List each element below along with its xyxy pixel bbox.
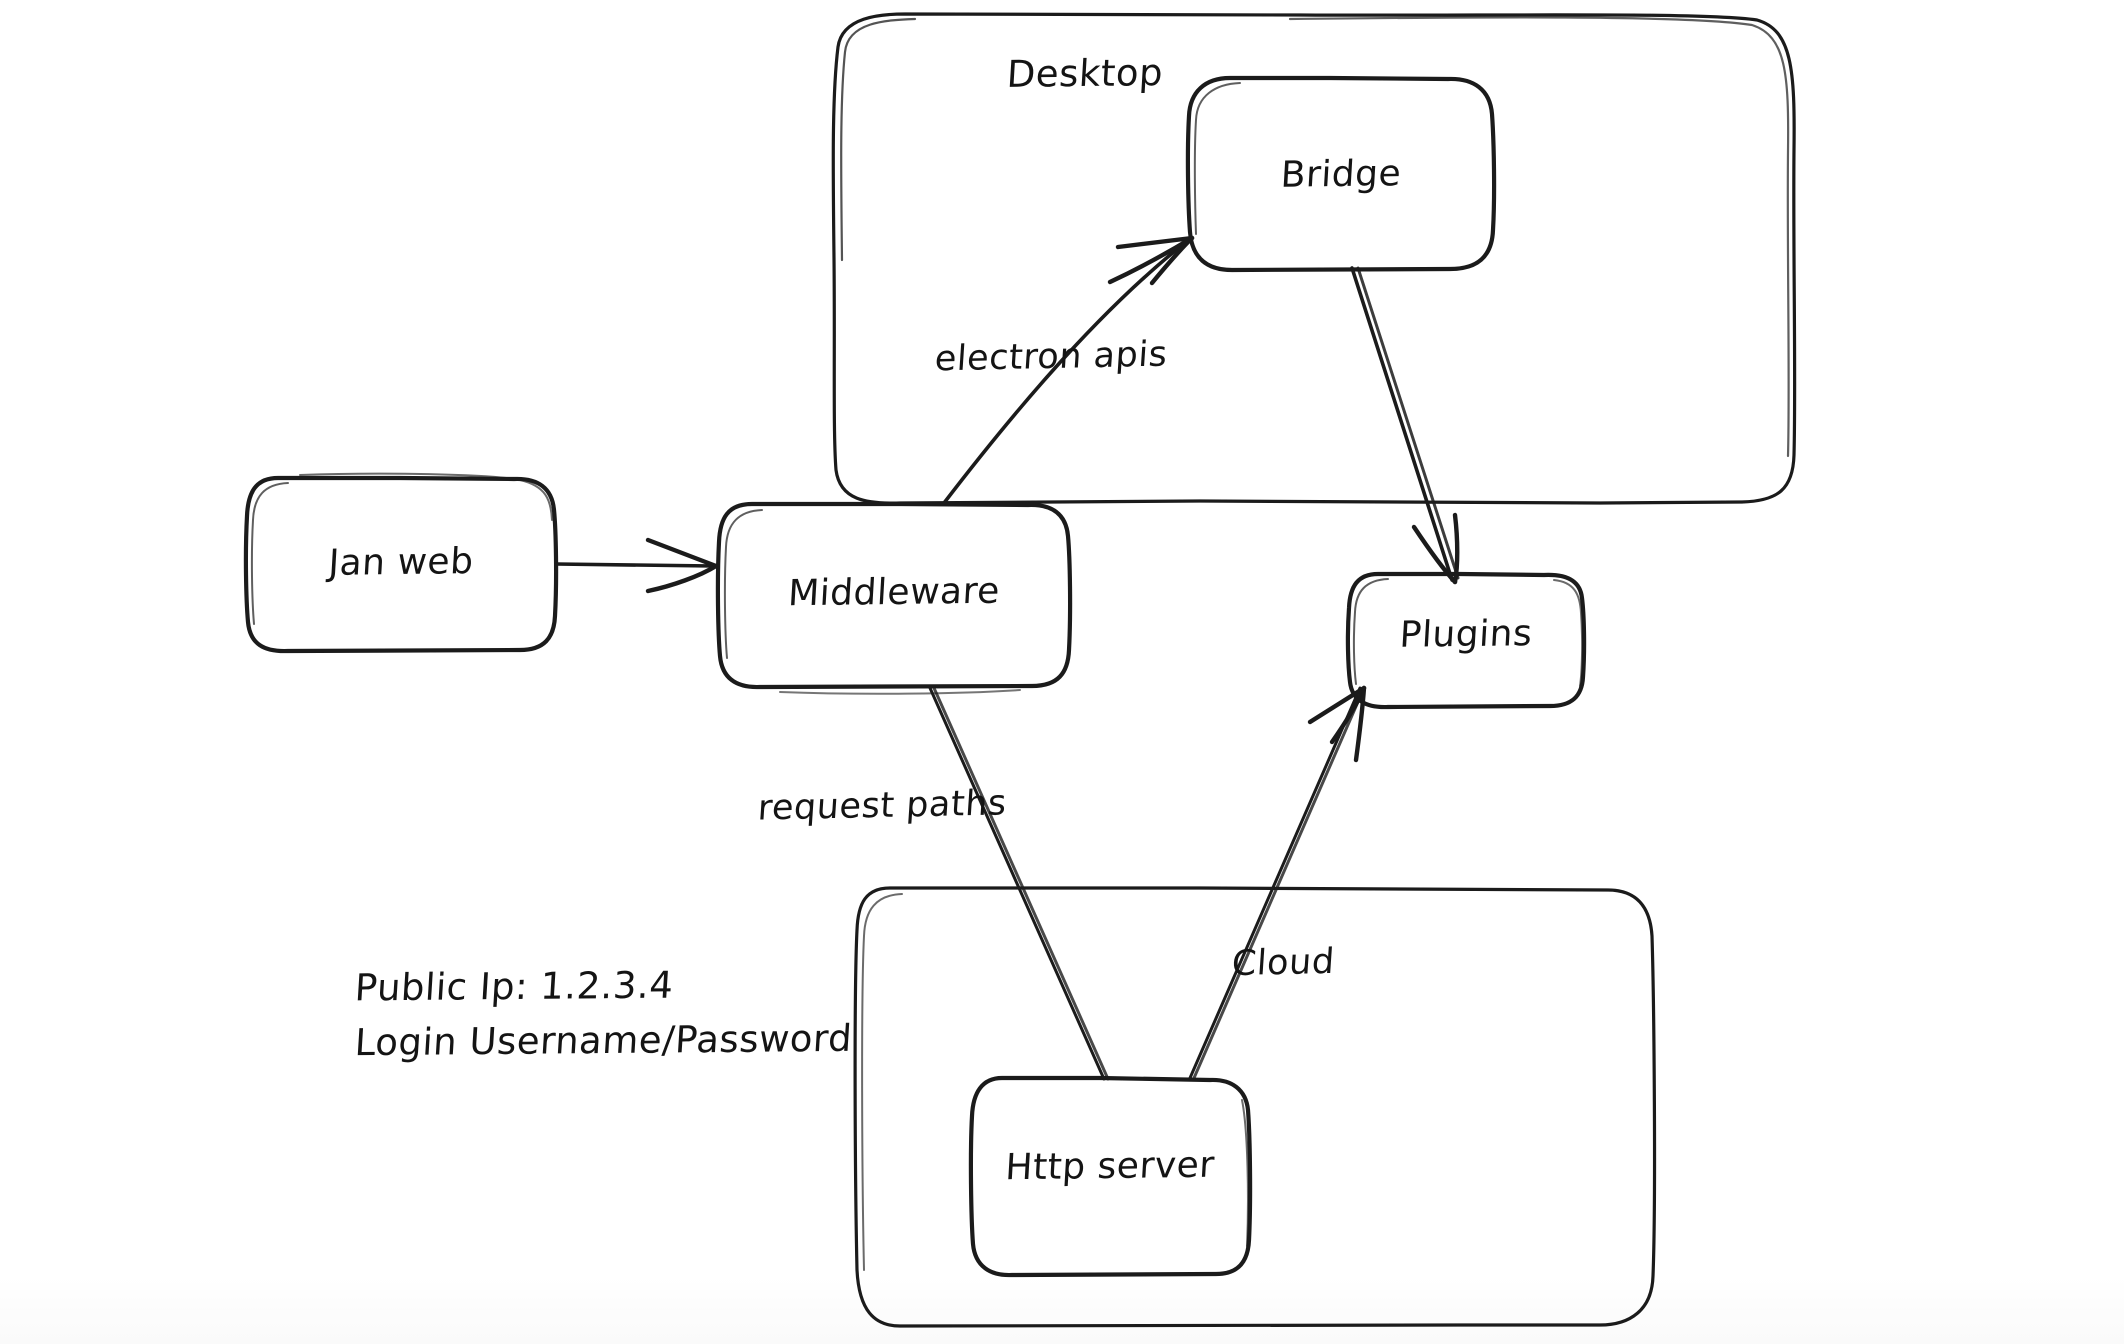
node-label-jan-web: Jan web	[327, 541, 475, 584]
edge-label-cloud: Cloud	[1230, 941, 1336, 985]
node-label-bridge: Bridge	[1279, 153, 1403, 196]
node-plugins-shape	[1345, 571, 1587, 710]
node-jan-web-shape	[243, 472, 559, 654]
container-desktop-shape	[831, 12, 1797, 505]
node-middleware-shape	[715, 501, 1073, 695]
edge-janweb-to-middleware	[554, 537, 719, 594]
edge-bridge-to-plugins	[1350, 266, 1460, 585]
node-label-middleware: Middleware	[786, 570, 1002, 615]
container-label-desktop: Desktop	[1005, 51, 1165, 96]
node-http-server-shape	[968, 1075, 1253, 1278]
node-label-http-server: Http server	[1004, 1144, 1216, 1189]
note-login-credentials: Login Username/Password	[353, 1016, 854, 1065]
edge-label-request-paths: request paths	[756, 783, 1009, 829]
edge-middleware-to-httpserver	[928, 686, 1110, 1081]
edge-middleware-to-bridge	[942, 235, 1195, 505]
note-public-ip: Public Ip: 1.2.3.4	[353, 963, 675, 1010]
node-label-plugins: Plugins	[1398, 613, 1534, 656]
edge-label-electron-apis: electron apis	[933, 334, 1169, 380]
edge-httpserver-to-plugins	[1188, 685, 1367, 1080]
node-bridge-shape	[1185, 75, 1497, 273]
container-cloud-group-shape	[853, 886, 1657, 1328]
